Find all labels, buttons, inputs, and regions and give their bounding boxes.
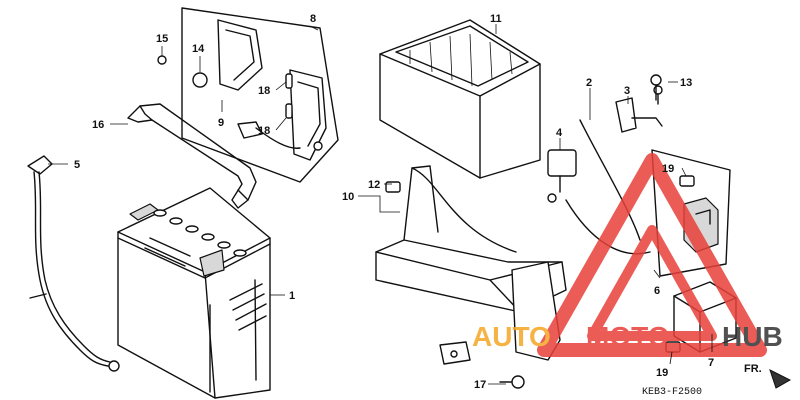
callout-18-lower: 18 (258, 125, 270, 137)
battery-case (379, 19, 541, 179)
callout-4: 4 (556, 127, 563, 139)
callout-12: 12 (368, 179, 380, 191)
watermark-text-auto: AUTO (472, 321, 551, 352)
callout-9: 9 (218, 117, 224, 129)
callout-6: 6 (654, 285, 660, 297)
battery (117, 187, 271, 399)
starter-cable (547, 85, 663, 255)
battery-tray (375, 165, 567, 365)
callout-14: 14 (192, 43, 205, 55)
watermark-text-hub: HUB (722, 321, 783, 352)
callout-5: 5 (74, 159, 80, 171)
callout-2: 2 (586, 77, 592, 89)
callout-11: 11 (490, 13, 502, 25)
fuse-box-group (157, 7, 339, 183)
leader-lines (48, 24, 713, 385)
callout-3: 3 (624, 85, 630, 97)
watermark-triangle (537, 153, 767, 357)
callout-19-upper: 19 (662, 163, 674, 175)
watermark-text-moto: MOTO (586, 321, 669, 352)
callout-19-lower: 19 (656, 367, 668, 379)
front-direction-indicator: FR. (744, 363, 792, 389)
watermark: AUTO MOTO HUB (472, 153, 783, 357)
callout-7: 7 (708, 357, 714, 369)
battery-band (127, 103, 257, 209)
callout-15: 15 (156, 33, 168, 45)
callout-17: 17 (474, 379, 486, 391)
callout-13: 13 (680, 77, 692, 89)
bolts (499, 74, 662, 389)
drawing-code: KEB3-F2500 (642, 387, 702, 398)
callout-10: 10 (342, 191, 354, 203)
callout-18-upper: 18 (258, 85, 270, 97)
callout-16: 16 (92, 119, 104, 131)
direction-label: FR. (744, 363, 762, 375)
callout-8: 8 (310, 13, 316, 25)
battery-negative-cable (27, 155, 120, 372)
callout-1: 1 (289, 290, 295, 302)
